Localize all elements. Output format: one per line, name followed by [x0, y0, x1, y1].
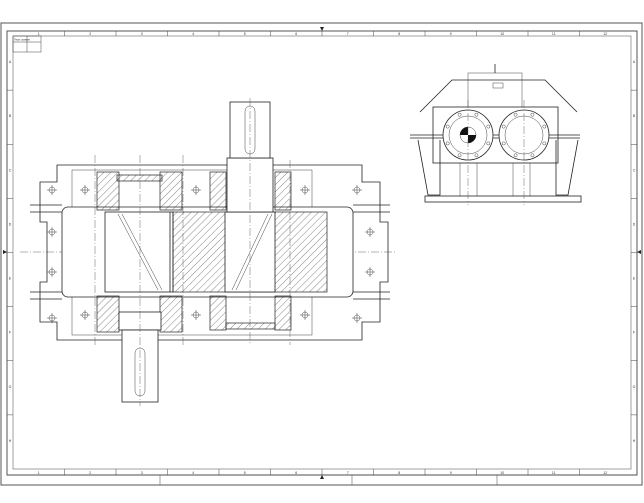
flange-bolt-icon — [457, 112, 462, 117]
zone-column-label: 5 — [244, 32, 246, 36]
zone-column-label: 10 — [500, 471, 504, 475]
bolt-icon — [352, 185, 362, 195]
zone-row-label: D — [633, 222, 636, 226]
zone-column-label: 8 — [398, 471, 400, 475]
zone-row-label: F — [633, 331, 635, 335]
title-stamp: Перв. примен. — [12, 35, 42, 53]
zone-column-label: 4 — [192, 471, 194, 475]
zone-row-label: G — [633, 385, 636, 389]
zone-row-label: A — [9, 60, 12, 64]
gearbox-section-view — [20, 98, 395, 406]
zone-row-label: B — [633, 114, 636, 118]
zone-row-label: A — [633, 60, 636, 64]
bolt-icon — [365, 267, 375, 277]
zone-column-label: 6 — [295, 32, 297, 36]
bolt-icon — [365, 227, 375, 237]
zone-column-label: 7 — [347, 471, 349, 475]
zone-column-label: 9 — [450, 471, 452, 475]
flange-bolt-icon — [501, 141, 506, 146]
zone-column-label: 11 — [552, 471, 556, 475]
zone-column-label: 10 — [500, 32, 504, 36]
flange-bolt-icon — [542, 124, 547, 129]
flange-bolt-icon — [486, 124, 491, 129]
zone-row-label: F — [9, 331, 11, 335]
zone-column-label: 2 — [89, 471, 91, 475]
zone-row-label: H — [633, 439, 636, 443]
zone-column-label: 4 — [192, 32, 194, 36]
flange-bolt-icon — [474, 112, 479, 117]
bolt-icon — [352, 313, 362, 323]
zone-row-label: B — [9, 114, 12, 118]
zone-row-label: G — [9, 385, 12, 389]
gearbox-side-view — [410, 64, 582, 205]
zone-row-label: E — [633, 277, 636, 281]
flange-bolt-icon — [501, 124, 506, 129]
zone-column-label: 11 — [552, 32, 556, 36]
zone-row-label: C — [633, 168, 636, 172]
bolt-icon — [47, 313, 57, 323]
zone-column-label: 7 — [347, 32, 349, 36]
zone-column-label: 8 — [398, 32, 400, 36]
zone-row-label: E — [9, 277, 12, 281]
flange-bolts — [445, 112, 547, 158]
flange-bolt-icon — [530, 112, 535, 117]
zone-row-markers: A A B B C C D D E E F F G G H H — [7, 60, 637, 443]
flange-bolt-icon — [474, 153, 479, 158]
bolt-icon — [191, 310, 201, 320]
flange-bolt-icon — [513, 153, 518, 158]
zone-column-label: 6 — [295, 471, 297, 475]
zone-column-label: 3 — [141, 471, 143, 475]
flange-bolt-icon — [513, 112, 518, 117]
flange-bolt-icon — [542, 141, 547, 146]
zone-column-label: 9 — [450, 32, 452, 36]
bolt-icon — [300, 185, 310, 195]
zone-column-label: 12 — [603, 471, 607, 475]
zone-column-label: 12 — [603, 32, 607, 36]
flange-bolt-icon — [445, 124, 450, 129]
bolt-icon — [300, 310, 310, 320]
flange-bolt-icon — [445, 141, 450, 146]
bolt-icon — [80, 185, 90, 195]
bolt-icon — [191, 185, 201, 195]
zone-column-label: 1 — [38, 471, 40, 475]
zone-column-label: 1 — [38, 32, 40, 36]
zone-row-label: C — [9, 168, 12, 172]
stamp-cell-label: Перв. примен. — [14, 39, 31, 42]
bolt-icon — [47, 185, 57, 195]
zone-column-label: 2 — [89, 32, 91, 36]
flange-bolt-icon — [486, 141, 491, 146]
zone-row-label: D — [9, 222, 12, 226]
zone-column-label: 5 — [244, 471, 246, 475]
bolt-icon — [47, 227, 57, 237]
flange-bolt-icon — [457, 153, 462, 158]
bolt-icon — [80, 310, 90, 320]
bolt-icon — [47, 267, 57, 277]
bolt-symbols — [47, 185, 375, 323]
flange-bolt-icon — [530, 153, 535, 158]
zone-column-label: 3 — [141, 32, 143, 36]
zone-row-label: H — [9, 439, 12, 443]
